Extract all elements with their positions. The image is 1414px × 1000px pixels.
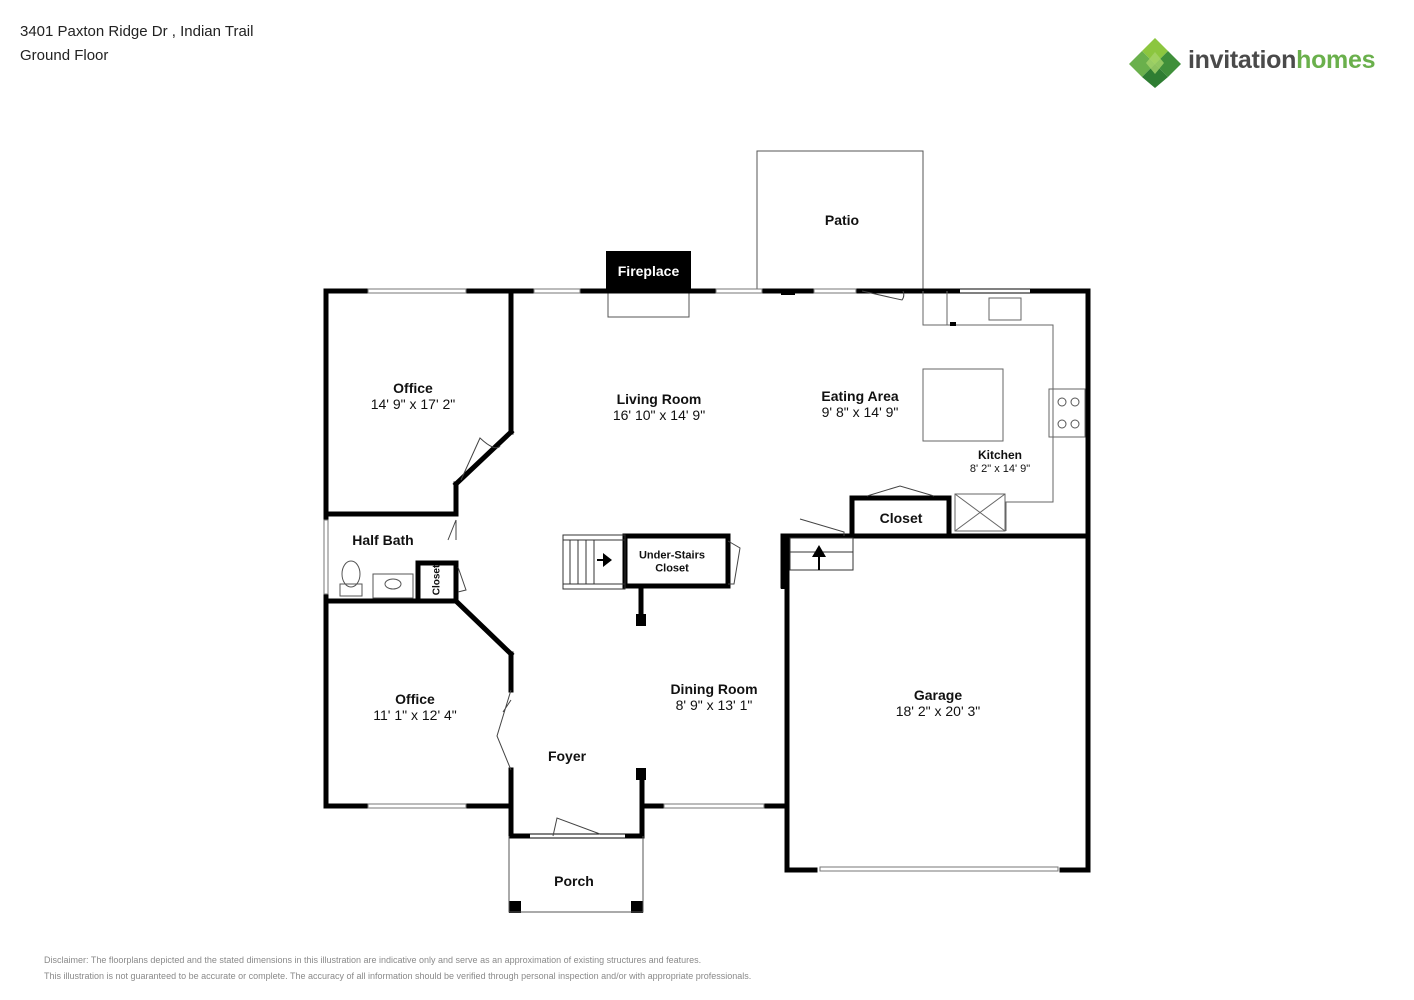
room-dims: 9' 8" x 14' 9"	[821, 404, 899, 420]
room-half-bath: Half Bath	[352, 532, 413, 548]
room-name: Half Bath	[352, 531, 414, 548]
room-dims: 18' 2" x 20' 3"	[895, 703, 981, 719]
room-name: Porch	[554, 872, 594, 889]
room-under-stairs-closet: Under-Stairs Closet	[638, 549, 706, 574]
kitchen-counters	[922, 291, 1086, 532]
fireplace-block	[606, 251, 691, 290]
disclaimer-line-1: Disclaimer: The floorplans depicted and …	[44, 955, 702, 965]
wall-lower-office-diag	[452, 597, 515, 658]
room-name: Office	[395, 690, 435, 707]
room-closet-kitchen: Closet	[880, 510, 923, 526]
room-name: Dining Room	[670, 680, 758, 697]
room-dims: 14' 9" x 17' 2"	[370, 396, 456, 412]
room-dims: 8' 2" x 14' 9"	[969, 462, 1031, 475]
brand-logo: invitationhomes	[1128, 36, 1390, 90]
kitchen-island	[922, 368, 1004, 442]
room-name: Office	[393, 379, 433, 396]
post-porch-left	[509, 901, 521, 913]
room-name: Garage	[913, 686, 963, 703]
stairs	[562, 534, 626, 590]
door-under-stairs	[727, 540, 741, 585]
toilet-icon	[341, 560, 361, 588]
door-kitchen-closet	[866, 485, 935, 497]
post-dining	[781, 583, 787, 589]
brand-logo-icon	[1129, 38, 1181, 88]
kitchen-closet-walls	[849, 495, 952, 539]
room-eating-area: Eating Area 9' 8" x 14' 9"	[821, 388, 898, 420]
floor-title: Ground Floor	[20, 47, 109, 64]
property-address: 3401 Paxton Ridge Dr , Indian Trail	[20, 23, 254, 40]
room-kitchen: Kitchen 8' 2" x 14' 9"	[969, 447, 1031, 475]
bath-closet-walls	[415, 560, 459, 604]
disclaimer-line-2: This illustration is not guaranteed to b…	[44, 971, 752, 981]
garage-steps-arrow-icon	[812, 545, 826, 570]
room-foyer: Foyer	[548, 748, 586, 764]
stove	[1048, 388, 1086, 438]
room-office-top: Office 14' 9" x 17' 2"	[371, 380, 456, 412]
post-stairs	[636, 614, 646, 626]
door-bath	[447, 519, 457, 541]
sink-icon	[372, 573, 414, 599]
post-foyer	[636, 768, 646, 780]
room-dining: Dining Room 8' 9" x 13' 1"	[670, 681, 757, 713]
room-dims: 16' 10" x 14' 9"	[612, 407, 706, 423]
room-name: Foyer	[547, 747, 587, 764]
door-patio	[861, 290, 905, 301]
room-fireplace: Fireplace	[617, 262, 680, 279]
door-office-bottom	[496, 689, 512, 771]
door-front	[552, 817, 601, 837]
fireplace-hearth	[607, 290, 690, 318]
room-closet-small: Closet	[431, 564, 443, 596]
room-dims: 11' 1" x 12' 4"	[373, 707, 457, 723]
brand-wordmark: invitationhomes	[1188, 46, 1376, 74]
stove-burners-icon	[1057, 397, 1080, 429]
room-name: Patio	[824, 211, 860, 228]
room-dims: 8' 9" x 13' 1"	[675, 697, 753, 713]
room-name: Eating Area	[821, 387, 899, 404]
door-office-top	[460, 437, 501, 481]
stairs-arrow-icon	[597, 553, 612, 567]
post-porch-right	[631, 901, 643, 913]
porch-outline	[508, 836, 644, 913]
wall-office-diag	[452, 428, 515, 488]
room-living: Living Room 16' 10" x 14' 9"	[613, 391, 705, 423]
room-office-bottom: Office 11' 1" x 12' 4"	[373, 691, 457, 723]
door-garage	[799, 518, 845, 536]
room-garage: Garage 18' 2" x 20' 3"	[896, 687, 981, 719]
room-patio: Patio	[825, 212, 859, 228]
room-name: Closet	[879, 509, 923, 526]
bath-fixtures	[339, 560, 414, 599]
door-bath-closet	[457, 566, 467, 593]
room-name: Living Room	[616, 390, 702, 407]
fridge	[954, 493, 1006, 532]
room-name: Kitchen	[977, 447, 1023, 462]
room-porch: Porch	[554, 873, 594, 889]
